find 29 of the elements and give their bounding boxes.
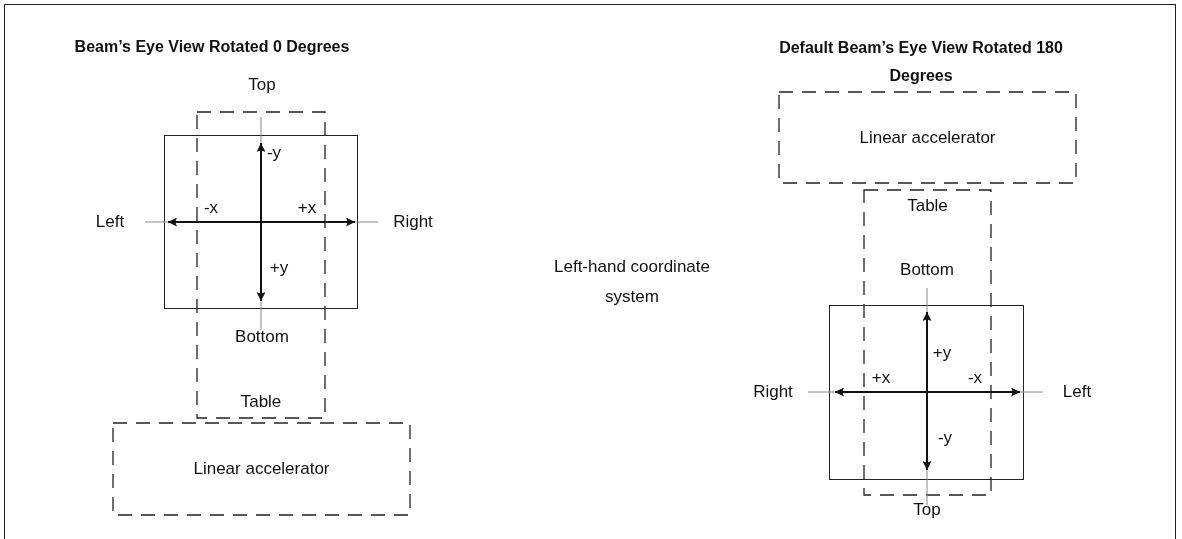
text-label: +x	[297, 197, 317, 220]
text-label: Bottom	[900, 259, 954, 282]
box-label: Linear accelerator	[859, 126, 996, 149]
text-label: -y	[266, 142, 282, 165]
box-label: Linear accelerator	[193, 458, 330, 480]
text-label: Bottom	[235, 326, 289, 349]
box-label: Table	[907, 195, 948, 217]
text-label: Left	[95, 211, 125, 234]
field-square	[164, 135, 358, 309]
text-label: Top	[913, 499, 941, 522]
text-label: Right	[753, 381, 793, 404]
box-label: Table	[240, 391, 282, 413]
text-label: +y	[269, 257, 289, 280]
text-label: -y	[937, 427, 953, 450]
dashed-box	[779, 92, 1076, 183]
text-label: Left-hand coordinate system	[553, 256, 711, 308]
text-label: +x	[871, 367, 891, 390]
text-label: Top	[248, 74, 276, 97]
text-label: +y	[932, 342, 952, 365]
text-label: -x	[203, 197, 219, 220]
dashed-box	[864, 190, 991, 495]
text-label: -x	[967, 367, 983, 390]
field-square	[829, 305, 1024, 480]
panel-title: Beam’s Eye View Rotated 0 Degrees	[74, 37, 350, 57]
text-label: Left	[1062, 381, 1092, 404]
dashed-box	[197, 112, 325, 418]
dashed-box	[113, 423, 410, 515]
panel-title: Default Beam’s Eye View Rotated 180 Degrees	[778, 38, 1064, 86]
text-label: Right	[393, 211, 433, 234]
